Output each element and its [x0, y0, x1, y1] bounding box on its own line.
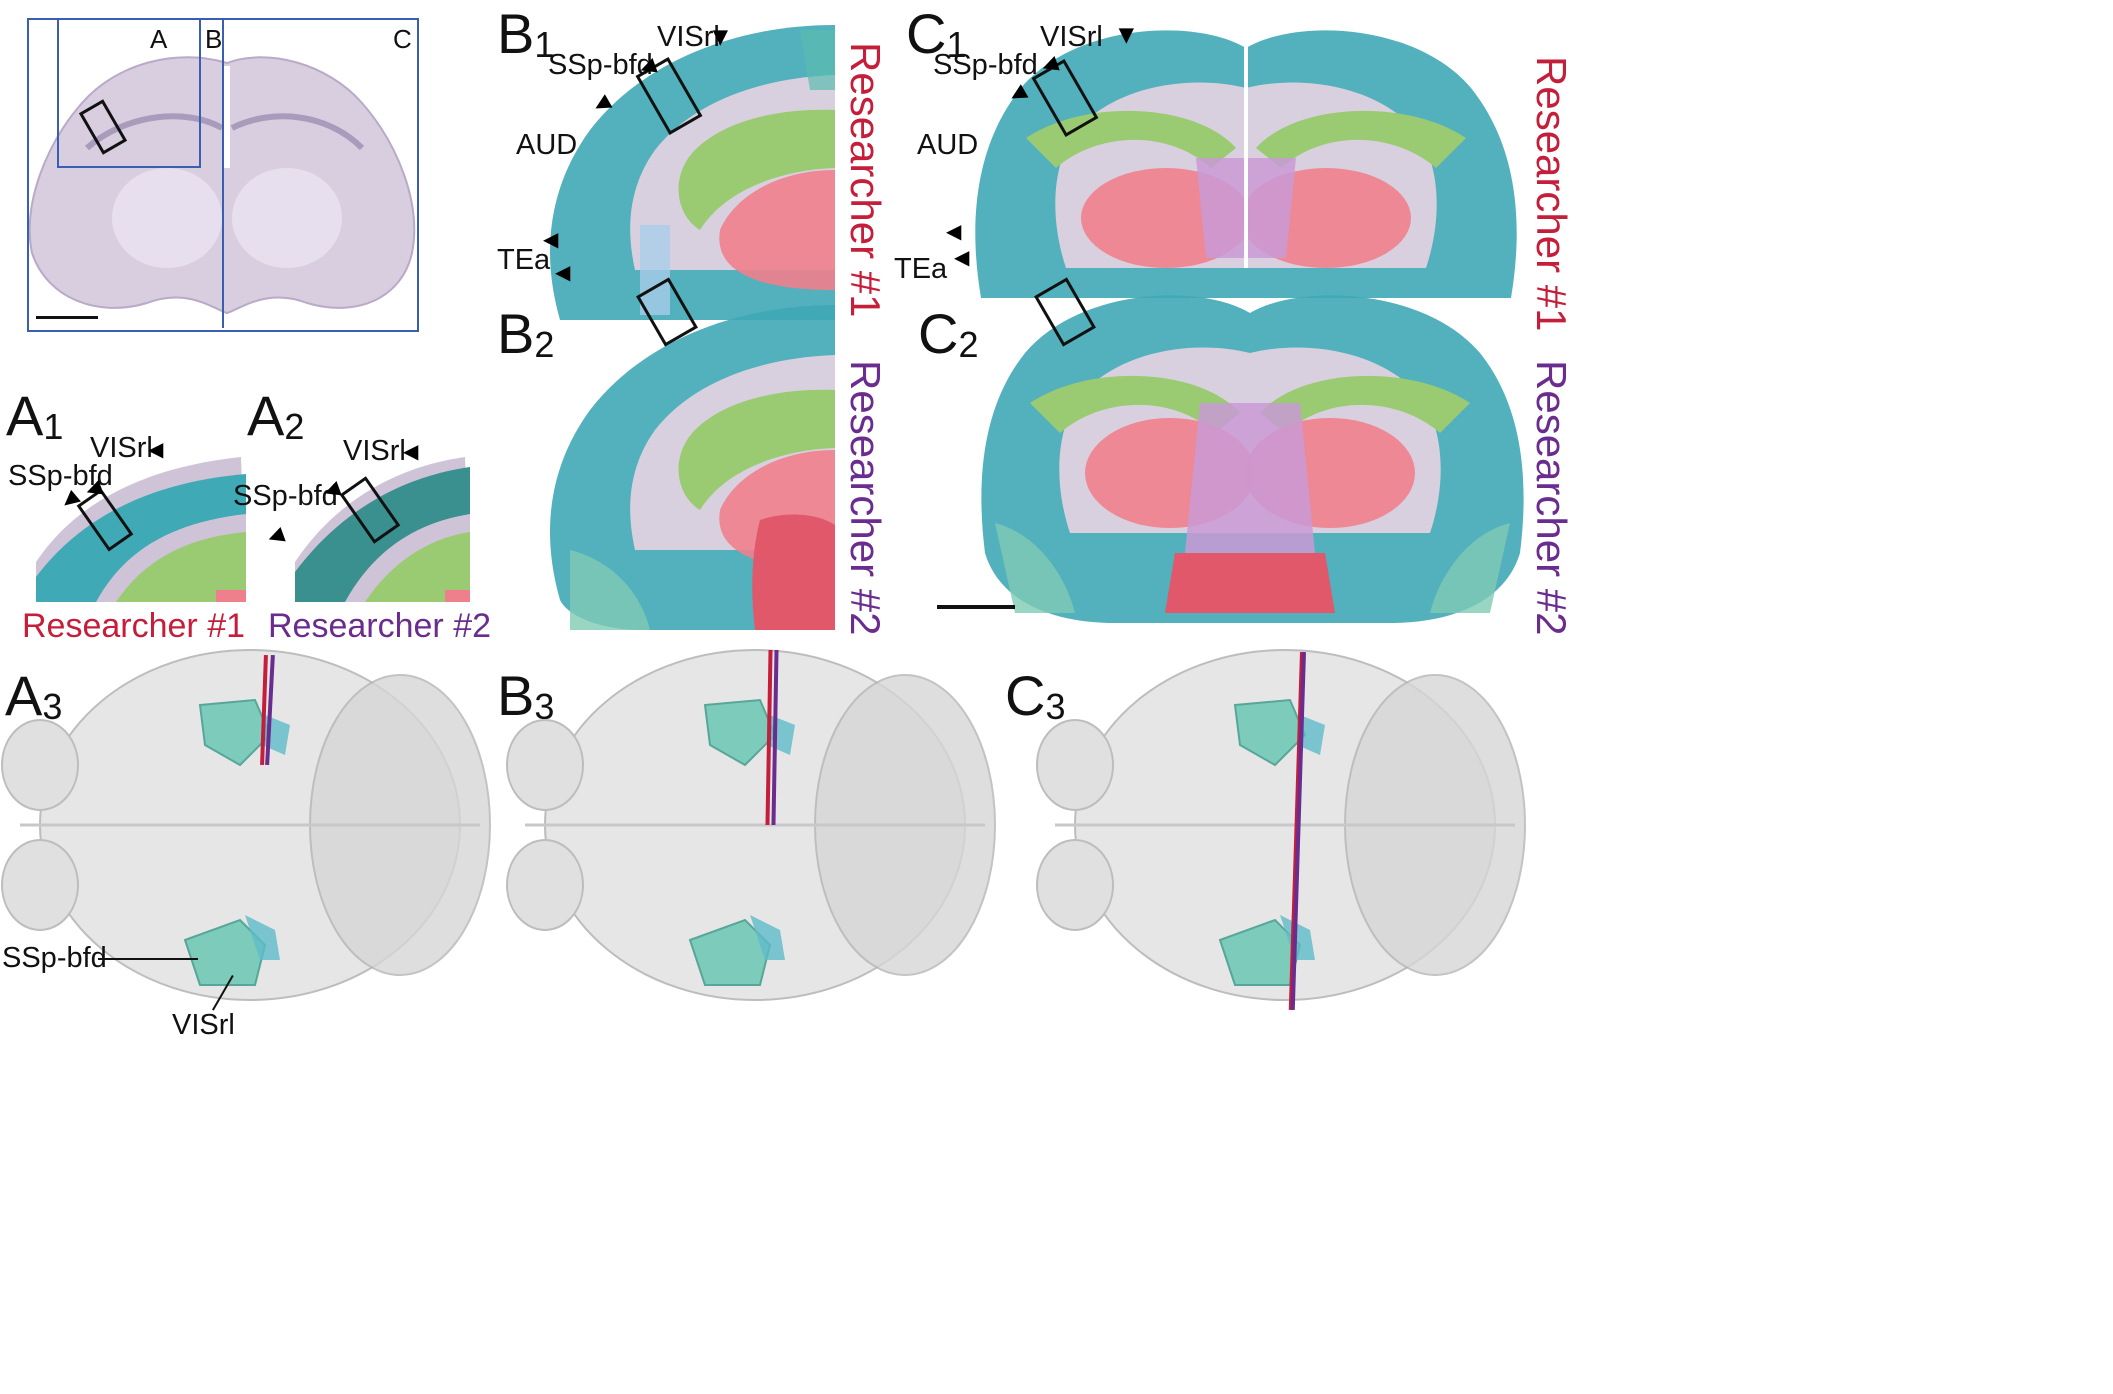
b1-label-aud: AUD — [516, 129, 578, 161]
b2-researcher-label: Researcher #2 — [842, 360, 889, 636]
a2-researcher-label: Researcher #2 — [268, 607, 492, 645]
panel-label-c2: C2 — [918, 302, 979, 365]
b1-label-ssp-bfd: SSp-bfd — [548, 49, 653, 81]
a2-label-visrl: VISrl — [343, 435, 406, 467]
a1-label-visrl: VISrl — [90, 432, 153, 464]
a3-brain-3d — [1, 649, 491, 1001]
panel-label-b1: B1 — [497, 2, 555, 65]
overview-scale-bar — [36, 316, 98, 319]
a1-label-ssp-bfd: SSp-bfd — [8, 460, 113, 492]
a3-label-ssp-bfd: SSp-bfd — [2, 942, 107, 974]
a2-arrowhead-border: ◀ — [264, 523, 287, 549]
c1-label-visrl: VISrl — [1040, 21, 1103, 53]
c-scale-bar — [937, 605, 1015, 609]
b2-atlas-hemisphere — [550, 305, 835, 630]
panel-label-a2: A2 — [247, 384, 305, 447]
b1-arrowhead-tea-2: ◀ — [555, 262, 571, 284]
c3-brain-3d — [1036, 649, 1526, 1001]
panel-label-c1: C1 — [906, 2, 967, 65]
overview-panel: A B C — [27, 18, 419, 332]
b1-arrowhead-tea-1: ◀ — [543, 229, 559, 251]
b1-label-visrl: VISrl — [657, 21, 720, 53]
c1-arrowhead-visrl: ◀ — [1114, 28, 1137, 44]
c1-arrowhead-tea-1: ◀ — [946, 221, 962, 243]
panel-label-c3: C3 — [1005, 664, 1066, 727]
c1-label-aud: AUD — [917, 129, 979, 161]
b1-arrowhead-visrl: ◀ — [708, 30, 731, 46]
a3-leader-ssp-bfd — [98, 958, 198, 960]
b3-brain-3d — [506, 649, 996, 1001]
c1-atlas-section — [975, 30, 1517, 298]
overview-divider-bc — [222, 18, 224, 328]
panel-label-b2: B2 — [497, 302, 555, 365]
panel-label-a3: A3 — [5, 664, 63, 727]
c2-researcher-label: Researcher #2 — [1528, 360, 1575, 636]
a2-arrowhead-visrl: ◀ — [403, 441, 419, 463]
overview-label-b: B — [205, 24, 223, 54]
a2-label-ssp-bfd: SSp-bfd — [233, 480, 338, 512]
a2-atlas-crop — [295, 457, 470, 602]
a3-label-visrl: VISrl — [172, 1009, 235, 1041]
a1-arrowhead-visrl: ◀ — [148, 439, 164, 461]
overview-label-c: C — [393, 24, 412, 54]
overview-label-a: A — [150, 24, 168, 54]
b1-researcher-label: Researcher #1 — [842, 42, 889, 318]
panel-label-b3: B3 — [497, 664, 555, 727]
a1-atlas-crop — [36, 457, 246, 602]
panel-label-a1: A1 — [6, 384, 64, 447]
b1-atlas-hemisphere — [550, 25, 835, 320]
c2-atlas-section — [981, 295, 1524, 623]
c1-researcher-label: Researcher #1 — [1528, 56, 1575, 332]
c1-label-tea: TEa — [894, 253, 948, 285]
b1-label-tea: TEa — [497, 244, 551, 276]
c1-label-ssp-bfd: SSp-bfd — [933, 49, 1038, 81]
c1-arrowhead-tea-2: ◀ — [954, 247, 970, 269]
a1-researcher-label: Researcher #1 — [22, 607, 246, 645]
overview-box-a — [57, 18, 201, 168]
